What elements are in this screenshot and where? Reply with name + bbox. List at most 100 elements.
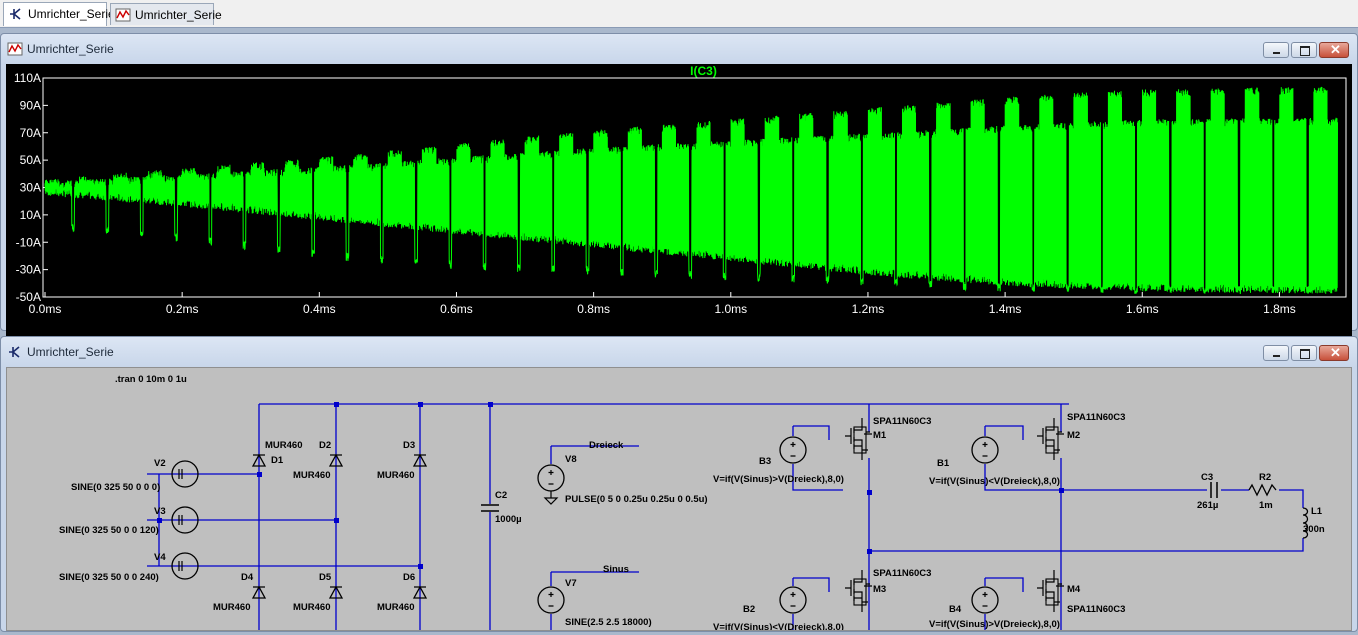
series-line-i-c3	[44, 86, 1338, 295]
component-ref: V4	[154, 552, 166, 563]
waveform-chart: I(C3)110A90A70A50A30A10A-10A-30A-50A0.0m…	[14, 64, 1347, 316]
bsource-b1[interactable]: B1 V=if(V(Sinus)<V(Dreieck),8,0)	[929, 436, 1060, 487]
waveform-icon	[7, 42, 23, 56]
y-tick-label: -10A	[16, 235, 41, 249]
minimize-button[interactable]	[1263, 42, 1289, 58]
schematic-canvas[interactable]: .tran 0 10m 0 1u V2 SINE(0 325 50 0 0 0)…	[6, 367, 1352, 635]
schematic-icon	[10, 8, 21, 20]
component-value: SPA11N60C3	[873, 416, 931, 427]
component-ref: D5	[319, 572, 332, 583]
window-title: Umrichter_Serie	[27, 42, 114, 56]
resistor-r2[interactable]: R2 1m	[1248, 472, 1277, 511]
component-ref: D1	[271, 455, 284, 466]
y-tick-label: -30A	[16, 263, 41, 277]
x-tick-label: 1.2ms	[852, 302, 885, 316]
component-ref: B2	[743, 604, 755, 615]
x-tick-label: 1.0ms	[714, 302, 747, 316]
spice-directive[interactable]: .tran 0 10m 0 1u	[115, 374, 187, 385]
diode-d3[interactable]: D3 MUR460	[377, 440, 427, 481]
component-ref: B4	[949, 604, 962, 615]
bsource-b2[interactable]: B2 V=if(V(Sinus)<V(Dreieck),8,0)	[713, 586, 844, 633]
component-value: 1000µ	[495, 514, 522, 525]
y-tick-label: -50A	[16, 290, 41, 304]
window-title: Umrichter_Serie	[27, 345, 114, 359]
component-value: SPA11N60C3	[1067, 604, 1125, 615]
mosfet-m4[interactable]: M4 SPA11N60C3	[1036, 569, 1125, 615]
voltage-source-v3[interactable]: V3 SINE(0 325 50 0 0 120)	[59, 506, 199, 536]
component-value: V=if(V(Sinus)<V(Dreieck),8,0)	[929, 476, 1060, 487]
schematic-window: Umrichter_Serie ✕	[0, 336, 1358, 635]
component-value: SINE(0 325 50 0 0 240)	[59, 572, 159, 583]
x-tick-label: 1.4ms	[989, 302, 1022, 316]
inductor-l1[interactable]: L1 300n	[1302, 506, 1325, 539]
minimize-icon	[1273, 355, 1280, 357]
component-ref: C2	[495, 490, 507, 501]
diode-d4[interactable]: D4 MUR460	[213, 572, 266, 613]
y-tick-label: 70A	[20, 126, 41, 140]
diode-d5[interactable]: D5 MUR460	[293, 572, 343, 613]
component-ref: M3	[873, 584, 886, 595]
voltage-source-v8[interactable]: V8 Dreieck PULSE(0 5 0 0.25u 0.25u 0 0.5…	[537, 440, 708, 505]
diode-d1[interactable]: D1 MUR460	[252, 440, 303, 467]
component-ref: C3	[1201, 472, 1213, 483]
component-value: V=if(V(Sinus)>V(Dreieck),8,0)	[929, 619, 1060, 630]
component-ref: V7	[565, 578, 577, 589]
capacitor-c2[interactable]: C2 1000µ	[481, 490, 522, 525]
capacitor-c3[interactable]: C3 261µ	[1197, 472, 1221, 511]
component-value: MUR460	[213, 602, 251, 613]
y-tick-label: 110A	[14, 71, 41, 85]
component-ref: D2	[319, 440, 331, 451]
component-value: SINE(0 325 50 0 0 120)	[59, 525, 159, 536]
component-value: MUR460	[293, 602, 331, 613]
component-value: PULSE(0 5 0 0.25u 0.25u 0 0.5u)	[565, 494, 708, 505]
component-value: SPA11N60C3	[1067, 412, 1125, 423]
waveform-window-titlebar[interactable]: Umrichter_Serie ✕	[1, 34, 1357, 64]
bsource-b4[interactable]: B4 V=if(V(Sinus)>V(Dreieck),8,0)	[929, 586, 1060, 630]
restore-icon	[1300, 46, 1310, 56]
mosfet-m2[interactable]: SPA11N60C3 M2	[1036, 412, 1125, 461]
restore-button[interactable]	[1291, 345, 1317, 361]
diode-d2[interactable]: D2 MUR460	[293, 440, 343, 481]
x-tick-label: 1.6ms	[1126, 302, 1159, 316]
x-tick-label: 0.0ms	[29, 302, 62, 316]
y-tick-label: 10A	[20, 208, 41, 222]
diode-d6[interactable]: D6 MUR460	[377, 572, 427, 613]
mosfet-m3[interactable]: SPA11N60C3 M3	[844, 568, 931, 613]
voltage-source-v7[interactable]: V7 Sinus SINE(2.5 2.5 18000)	[537, 564, 652, 628]
close-button[interactable]: ✕	[1319, 345, 1349, 361]
component-value: SINE(2.5 2.5 18000)	[565, 617, 652, 628]
tab-label: Umrichter_Serie	[135, 8, 222, 22]
y-tick-label: 90A	[20, 98, 41, 112]
minimize-icon	[1273, 52, 1280, 54]
component-value: MUR460	[265, 440, 303, 451]
component-ref: D4	[241, 572, 254, 583]
voltage-source-v2[interactable]: V2 SINE(0 325 50 0 0 0)	[71, 458, 199, 493]
minimize-button[interactable]	[1263, 345, 1289, 361]
component-ref: V8	[565, 454, 577, 465]
component-value: V=if(V(Sinus)>V(Dreieck),8,0)	[713, 474, 844, 485]
schematic-drawing: .tran 0 10m 0 1u V2 SINE(0 325 50 0 0 0)…	[59, 374, 1325, 635]
document-tab-bar: Umrichter_Serie Umrichter_Serie	[0, 0, 1358, 28]
close-icon: ✕	[1330, 345, 1341, 360]
bsource-b3[interactable]: B3 V=if(V(Sinus)>V(Dreieck),8,0)	[713, 436, 844, 485]
close-icon: ✕	[1330, 42, 1341, 57]
tab-schematic[interactable]: Umrichter_Serie	[3, 2, 115, 26]
restore-icon	[1300, 349, 1310, 359]
component-ref: V3	[154, 506, 166, 517]
schematic-window-titlebar[interactable]: Umrichter_Serie ✕	[1, 337, 1357, 367]
component-value: MUR460	[377, 470, 415, 481]
close-button[interactable]: ✕	[1319, 42, 1349, 58]
x-tick-label: 1.8ms	[1263, 302, 1296, 316]
tab-waveform[interactable]: Umrichter_Serie	[110, 3, 222, 25]
component-value: 261µ	[1197, 500, 1218, 511]
component-ref: L1	[1311, 506, 1323, 517]
mosfet-m1[interactable]: SPA11N60C3 M1	[844, 416, 931, 461]
y-tick-label: 30A	[20, 181, 41, 195]
restore-button[interactable]	[1291, 42, 1317, 58]
net-label-sinus: Sinus	[603, 564, 629, 575]
voltage-source-v4[interactable]: V4 SINE(0 325 50 0 0 240)	[59, 552, 199, 583]
component-ref: R2	[1259, 472, 1271, 483]
component-value: MUR460	[377, 602, 415, 613]
component-ref: B1	[937, 458, 950, 469]
